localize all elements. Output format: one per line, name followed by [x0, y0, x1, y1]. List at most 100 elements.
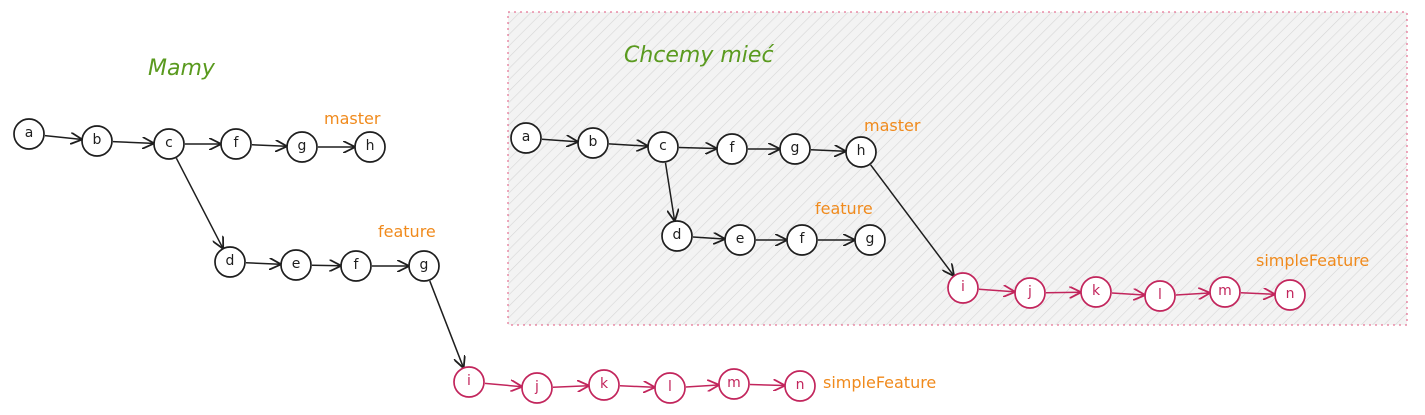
commit-circle	[588, 369, 620, 401]
branch-label-simplefeature-right: simpleFeature	[1256, 251, 1369, 270]
commit-label: n	[796, 377, 805, 393]
edge-c-to-f1	[678, 147, 716, 148]
commit-node-g2: g	[408, 250, 440, 282]
commit-circle	[13, 118, 45, 150]
edge-m-to-n	[1240, 293, 1274, 295]
commit-circle	[724, 224, 756, 256]
commit-node-m: m	[718, 368, 750, 400]
commit-label: e	[292, 256, 301, 272]
commit-label: d	[226, 253, 235, 269]
commit-circle	[214, 246, 246, 278]
edge-d-to-e	[692, 237, 724, 239]
commit-node-f2: f	[786, 224, 818, 256]
commit-label: d	[673, 227, 682, 243]
commit-circle	[661, 220, 693, 252]
commit-circle	[784, 370, 816, 402]
edge-h-to-i	[869, 164, 954, 275]
commit-circle	[280, 249, 312, 281]
commit-circle	[786, 224, 818, 256]
commit-node-b: b	[81, 125, 113, 157]
branch-label-feature-left: feature	[378, 222, 436, 241]
edge-j-to-k	[1045, 292, 1080, 293]
title-target: Chcemy mieć	[624, 43, 774, 68]
commit-node-e: e	[724, 224, 756, 256]
commit-label: m	[727, 375, 741, 391]
commit-node-f2: f	[340, 250, 372, 282]
commit-label: a	[522, 129, 531, 145]
edge-b-to-c	[608, 144, 647, 146]
commit-label: e	[736, 231, 745, 247]
commit-node-h: h	[845, 136, 877, 168]
commit-circle	[521, 372, 553, 404]
commit-label: g	[420, 257, 429, 273]
commit-label: k	[600, 376, 609, 392]
edge-c-to-d	[664, 162, 674, 220]
commit-circle	[718, 368, 750, 400]
commit-label: b	[589, 134, 598, 150]
edge-l-to-m	[685, 385, 718, 387]
commit-label: j	[1027, 284, 1032, 300]
edge-d-to-e	[245, 263, 280, 265]
commit-node-k: k	[1080, 276, 1112, 308]
commit-node-n: n	[1274, 279, 1306, 311]
commit-circle	[153, 128, 185, 160]
commit-node-f1: f	[716, 133, 748, 165]
commit-node-g1: g	[286, 131, 318, 163]
edge-g2-to-i	[429, 280, 463, 367]
commit-label: n	[1286, 286, 1295, 302]
commit-label: i	[961, 279, 965, 295]
branch-label-master-right: master	[864, 116, 921, 135]
commit-label: h	[366, 138, 375, 154]
commit-node-i: i	[947, 272, 979, 304]
commit-circle	[1274, 279, 1306, 311]
commit-node-g1: g	[779, 133, 811, 165]
commit-node-g2: g	[854, 224, 886, 256]
edge-i-to-j	[484, 383, 521, 386]
commit-node-k: k	[588, 369, 620, 401]
commit-node-j: j	[1014, 277, 1046, 309]
commit-circle	[654, 372, 686, 404]
edge-k-to-l	[1111, 293, 1144, 295]
commit-label: a	[25, 125, 34, 141]
commit-label: f	[354, 257, 360, 273]
commit-circle	[716, 133, 748, 165]
commit-node-l: l	[654, 372, 686, 404]
commit-label: f	[234, 135, 240, 151]
edge-k-to-l	[619, 386, 654, 388]
commit-node-a: a	[510, 122, 542, 154]
commit-circle	[220, 128, 252, 160]
commit-circle	[1209, 276, 1241, 308]
commit-circle	[286, 131, 318, 163]
edge-a-to-b	[44, 136, 81, 140]
commit-label: g	[866, 231, 875, 247]
commit-label: f	[730, 140, 736, 156]
commit-node-b: b	[577, 127, 609, 159]
commit-circle	[947, 272, 979, 304]
commit-node-d: d	[661, 220, 693, 252]
commit-node-e: e	[280, 249, 312, 281]
commit-node-n: n	[784, 370, 816, 402]
commit-label: c	[659, 138, 667, 154]
commit-circle	[81, 125, 113, 157]
title-current: Mamy	[148, 56, 216, 81]
commit-circle	[647, 131, 679, 163]
commit-circle	[845, 136, 877, 168]
commit-label: k	[1092, 283, 1101, 299]
commit-label: l	[1158, 287, 1162, 303]
commit-circle	[354, 131, 386, 163]
commit-circle	[408, 250, 440, 282]
commit-circle	[1144, 280, 1176, 312]
commit-node-h: h	[354, 131, 386, 163]
commit-node-f1: f	[220, 128, 252, 160]
commit-node-i: i	[453, 366, 485, 398]
edge-c-to-d	[175, 157, 222, 248]
edge-b-to-c	[112, 142, 153, 144]
target-panel	[507, 11, 1408, 326]
commit-node-c: c	[647, 131, 679, 163]
commit-label: l	[668, 379, 672, 395]
commit-circle	[854, 224, 886, 256]
commit-label: c	[165, 135, 173, 151]
edge-g1-to-h	[810, 150, 845, 152]
